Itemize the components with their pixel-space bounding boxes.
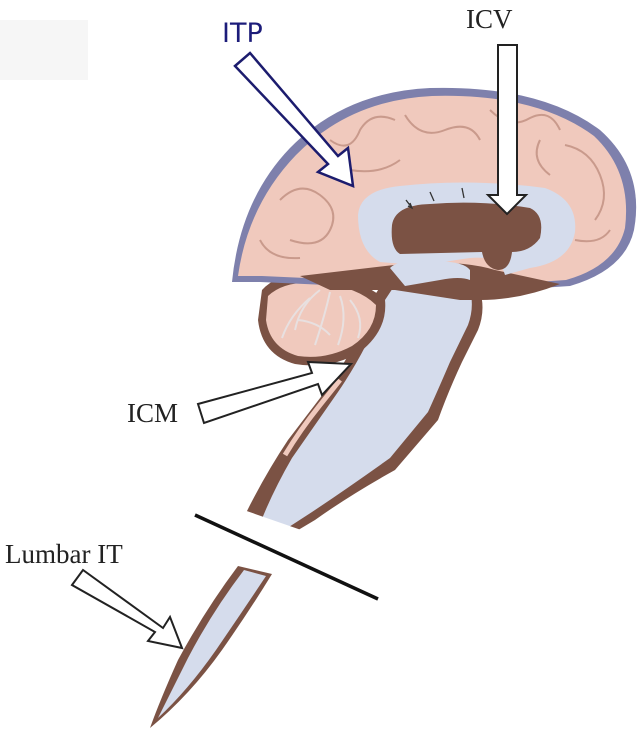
label-lumbar-it: Lumbar IT <box>5 539 123 569</box>
label-itp: ITP <box>222 18 263 49</box>
lumbar-arrow <box>72 570 182 648</box>
label-icv: ICV <box>466 4 513 34</box>
label-icm: ICM <box>127 398 178 428</box>
background-patch <box>0 20 88 80</box>
